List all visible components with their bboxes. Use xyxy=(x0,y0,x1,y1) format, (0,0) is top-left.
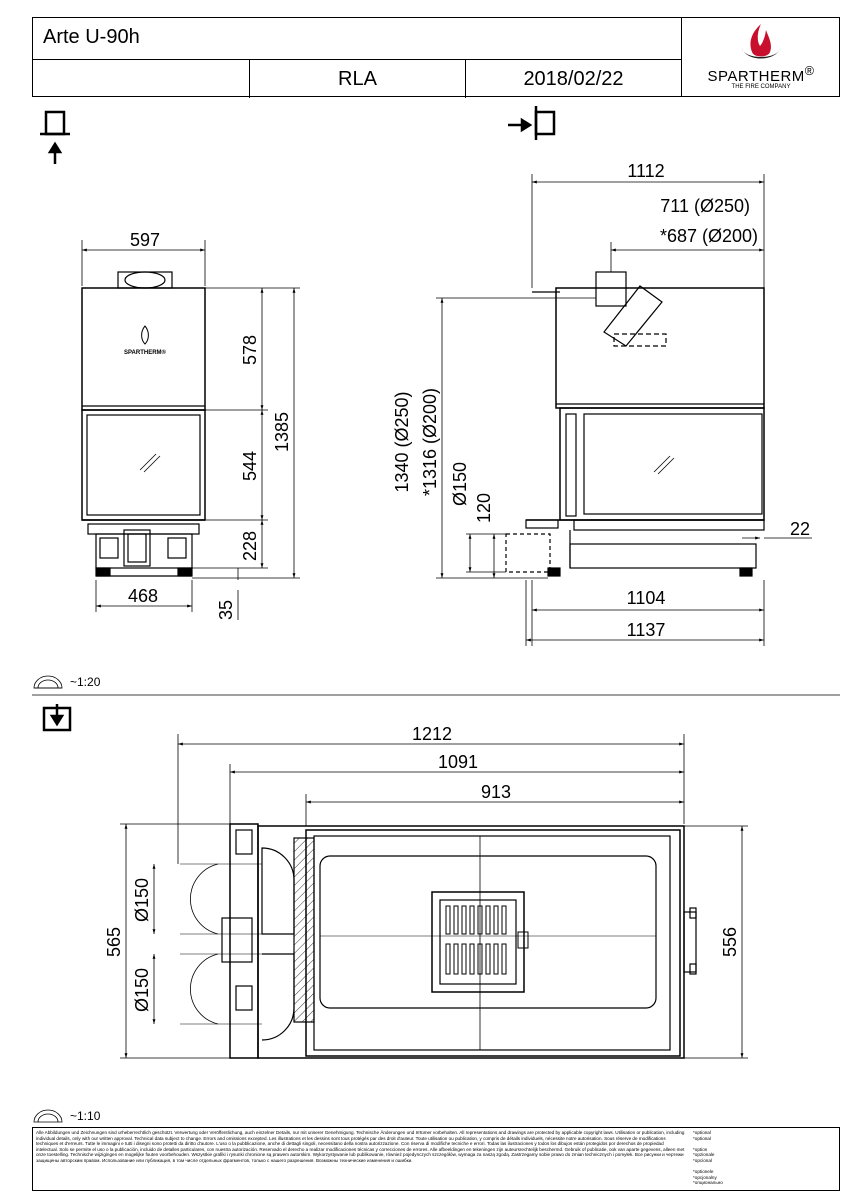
door-handle xyxy=(683,907,697,975)
dim-depth-1137: 1137 xyxy=(627,620,666,640)
dim-foot-height: 35 xyxy=(216,600,236,620)
dim-plan-width-913: 913 xyxy=(481,782,511,802)
dim-plan-depth-right: 556 xyxy=(720,927,740,957)
front-plate-logo: SPARTHERM® xyxy=(124,325,167,356)
scale-upper: ~1:20 xyxy=(70,675,101,689)
dim-flue-200: *687 (Ø200) xyxy=(660,226,758,246)
grate-bars xyxy=(445,905,529,975)
dim-flue-250: 711 (Ø250) xyxy=(660,196,750,216)
scale-lower: ~1:10 xyxy=(70,1109,101,1123)
dim-base-width: 468 xyxy=(128,586,158,606)
dim-air-diameter: Ø150 xyxy=(450,462,470,506)
front-view xyxy=(81,271,206,577)
brand-name: SPARTHERM xyxy=(707,68,805,85)
dim-flue-height-250: 1340 (Ø250) xyxy=(392,391,412,492)
dim-air-diameter-1: Ø150 xyxy=(132,878,152,922)
brand-mark: ® xyxy=(804,64,815,78)
flame-icon xyxy=(742,24,780,59)
side-view xyxy=(505,271,765,577)
scale-icon-upper xyxy=(33,675,63,689)
plan-view-symbol xyxy=(42,704,72,732)
disclaimer-text: Alle Abbildungen und Zeichnungen sind ur… xyxy=(36,1130,685,1163)
dim-hood-height: 578 xyxy=(240,335,260,365)
dim-depth-1104: 1104 xyxy=(627,588,666,608)
dim-offset: 22 xyxy=(790,519,810,539)
brand-tagline: THE FIRE COMPANY xyxy=(731,84,791,90)
dim-plan-width-total: 1212 xyxy=(412,724,452,744)
title-block: Arte U-90h RLA 2018/02/22 SPARTHERM® THE… xyxy=(32,17,840,98)
dim-plan-width-1091: 1091 xyxy=(438,752,478,772)
brand-logo: SPARTHERM® THE FIRE COMPANY xyxy=(681,18,840,96)
dim-glass-height: 544 xyxy=(240,451,260,481)
dim-total-height: 1385 xyxy=(272,412,292,452)
front-dimension-lines xyxy=(81,240,300,620)
variant-code: RLA xyxy=(249,60,465,98)
drawing-date: 2018/02/22 xyxy=(465,60,681,98)
plate-brand: SPARTHERM® xyxy=(124,349,167,356)
side-view-symbol xyxy=(508,106,556,140)
plan-dimension-lines xyxy=(120,734,748,1059)
product-name: Arte U-90h xyxy=(43,26,140,48)
dim-flue-height-200: *1316 (Ø200) xyxy=(420,388,440,496)
side-dimension-lines xyxy=(436,174,812,646)
plan-view xyxy=(180,823,685,1059)
scale-icon-lower xyxy=(33,1109,63,1123)
dim-front-width: 597 xyxy=(130,230,160,250)
dim-air-height: 120 xyxy=(474,493,494,523)
disclaimer-options: *optional *optional *option *opzionale *… xyxy=(693,1130,723,1186)
title-row-2: RLA 2018/02/22 xyxy=(33,59,681,98)
dim-depth-total: 1112 xyxy=(627,161,664,181)
copyright-disclaimer: Alle Abbildungen und Zeichnungen sind ur… xyxy=(32,1127,840,1191)
dim-plan-depth-left: 565 xyxy=(104,927,124,957)
front-view-symbol xyxy=(40,110,70,164)
dim-base-height: 228 xyxy=(240,531,260,561)
dim-air-diameter-2: Ø150 xyxy=(132,968,152,1012)
